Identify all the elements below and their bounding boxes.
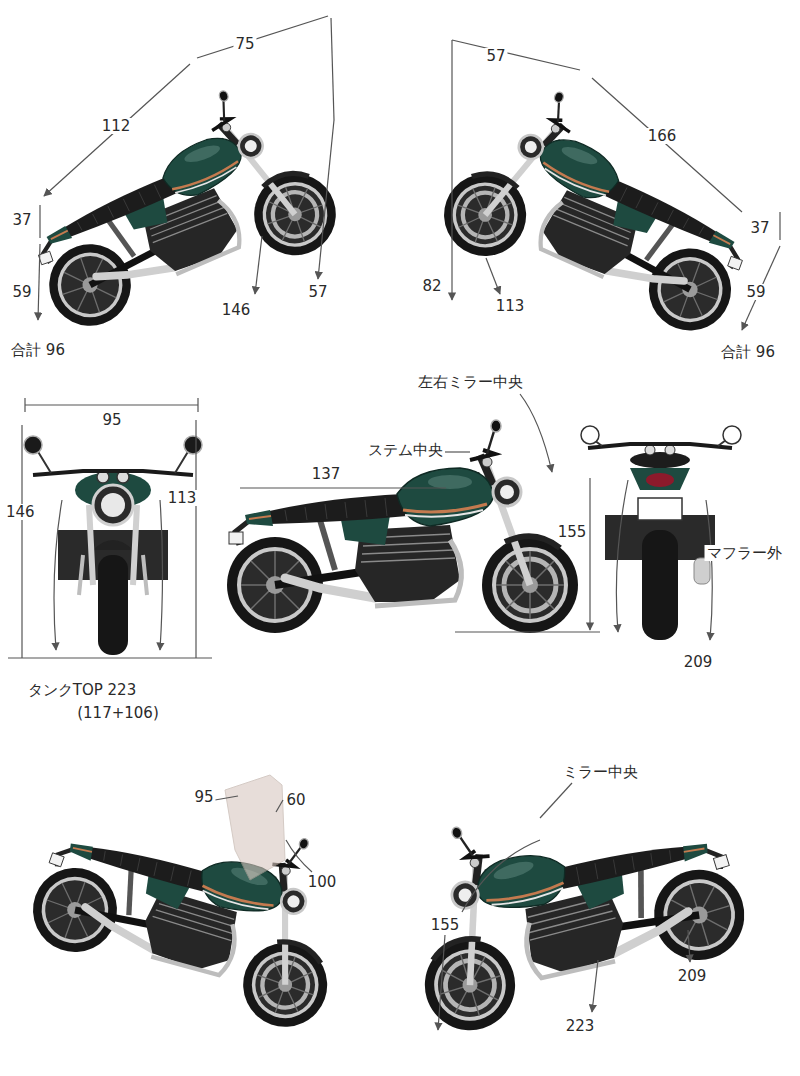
dimension-label: 59 xyxy=(10,284,33,300)
dimension-label: 37 xyxy=(10,212,33,228)
dimension-label: 137 xyxy=(310,466,343,482)
dimension-label: 82 xyxy=(420,278,443,294)
dimension-label: 57 xyxy=(306,284,329,300)
dimension-label: 合計 96 xyxy=(9,342,67,358)
dimension-label: ミラー中央 xyxy=(561,764,640,780)
dimension-label: タンクTOP 223 xyxy=(26,682,138,698)
dimension-label: 113 xyxy=(166,490,199,506)
dimension-label: 112 xyxy=(100,118,133,134)
motorcycle-front-view xyxy=(24,436,202,655)
dimension-label: 209 xyxy=(682,654,715,670)
dimension-label: 60 xyxy=(284,792,307,808)
motorcycle-3q-front-right xyxy=(6,69,347,337)
dimension-label: 59 xyxy=(744,284,767,300)
windscreen-sketch xyxy=(225,775,285,880)
motorcycle-3q-rear-right xyxy=(381,753,755,1041)
dimension-label: 166 xyxy=(646,128,679,144)
dimension-lines xyxy=(8,16,780,1030)
dimension-label: マフラー外 xyxy=(705,545,784,561)
dimension-label: 95 xyxy=(192,789,215,805)
dimension-label: 223 xyxy=(564,1018,597,1034)
dimension-label: 57 xyxy=(484,48,507,64)
motorcycle-side-view xyxy=(227,420,578,633)
dimension-label: 155 xyxy=(429,917,462,933)
dimension-label: 合計 96 xyxy=(719,344,777,360)
dimension-label: ステム中央 xyxy=(366,442,445,458)
motorcycle-3q-front-left xyxy=(432,68,776,342)
dimension-label: 113 xyxy=(494,298,527,314)
dimension-label: 75 xyxy=(233,36,256,52)
dimension-label: 146 xyxy=(4,504,37,520)
dimension-label: 209 xyxy=(676,968,709,984)
motorcycle-3q-windscreen xyxy=(21,760,373,1039)
dimension-label: 95 xyxy=(100,412,123,428)
motorcycle-rear-view xyxy=(581,426,741,640)
dimension-label: 左右ミラー中央 xyxy=(416,374,525,390)
dimension-label: 146 xyxy=(220,302,253,318)
dimension-label: 37 xyxy=(748,220,771,236)
dimension-label: 155 xyxy=(556,524,589,540)
dimension-label: 100 xyxy=(306,874,339,890)
dimension-label: (117+106) xyxy=(75,705,161,721)
